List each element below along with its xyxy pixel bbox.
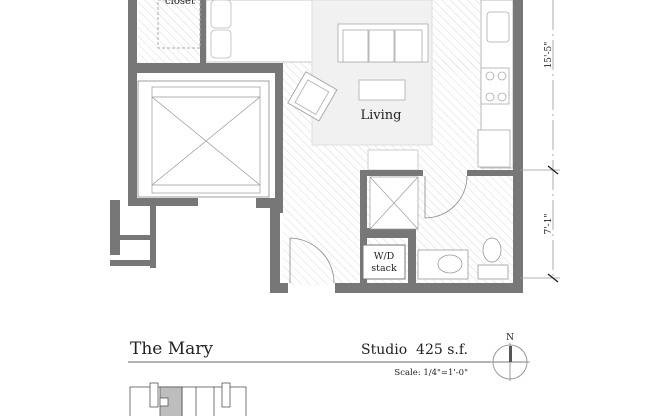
north-label: N [506,333,514,343]
washer-dryer [362,244,406,280]
room-label-living: Living [361,108,402,123]
bed [205,0,317,63]
wd-label-2: stack [371,263,397,274]
wd-label-1: W/D [374,251,395,262]
dimension-upper: 15'-5" [544,42,554,69]
coffee-table [358,79,406,101]
bath-door[interactable] [424,175,468,219]
sofa [337,23,429,63]
room-label-closet: closet [165,0,195,7]
north-arrow: N [490,333,530,381]
scale-label: Scale: 1/4"=1'-0" [394,368,468,378]
console [367,149,419,171]
shower [369,176,419,230]
dimension-lines [520,0,560,283]
walls [110,0,523,293]
bath-fixtures [417,237,509,280]
key-plan [129,382,247,416]
unit-name: The Mary [130,339,213,359]
kitchen-counter [477,0,514,169]
elevator [137,80,270,198]
unit-type: Studio 425 s.f. [361,342,468,358]
dimension-lower: 7'-1" [544,213,554,234]
closet [157,0,201,49]
armchair [287,71,338,122]
entry-door[interactable] [289,237,335,284]
living-rug [311,0,433,146]
